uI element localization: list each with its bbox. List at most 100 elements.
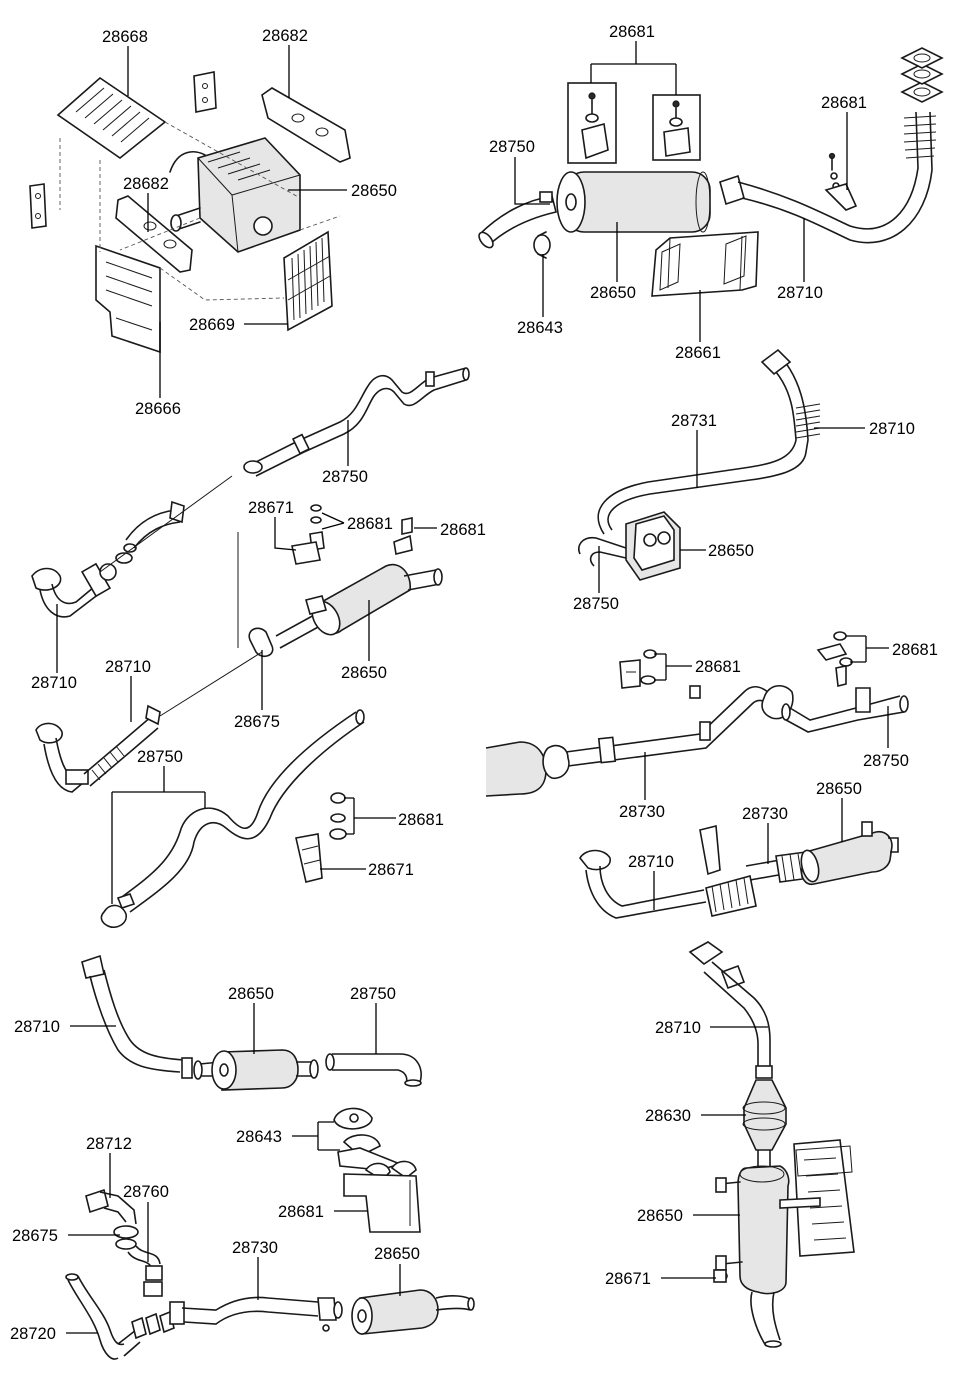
muffler-28650-e xyxy=(275,563,443,649)
callout-28730-h: 28730 xyxy=(742,805,788,823)
callout-28710-d: 28710 xyxy=(869,420,915,438)
callout-28650-i: 28650 xyxy=(228,985,274,1003)
pipe-28731 xyxy=(597,357,809,535)
bracket-small-a xyxy=(193,71,217,113)
callout-28650-k: 28650 xyxy=(374,1245,420,1263)
callout-28730-f: 28730 xyxy=(619,803,665,821)
bracket-h xyxy=(699,824,721,876)
hanger-box-left xyxy=(567,82,617,164)
callout-28669-a: 28669 xyxy=(189,316,235,334)
heat-shield-28668 xyxy=(56,76,167,159)
front-pipe-28710-h xyxy=(579,849,707,919)
pipe-28730-k xyxy=(169,1296,343,1332)
callout-28750-d: 28750 xyxy=(573,595,619,613)
bracket-28682-upper xyxy=(261,87,351,163)
callout-28710-e-lower: 28710 xyxy=(105,658,151,676)
pipe-28720-k xyxy=(65,1273,175,1360)
callout-28681-b-top: 28681 xyxy=(609,23,655,41)
callout-28720-k: 28720 xyxy=(10,1325,56,1343)
muffler-28650-i xyxy=(193,1049,319,1091)
callout-28731-d: 28731 xyxy=(671,412,717,430)
hanger-28681-f2 xyxy=(816,631,853,687)
front-pipe-28710-e1 xyxy=(31,500,185,618)
callout-28712-k: 28712 xyxy=(86,1135,132,1153)
callout-28710-h: 28710 xyxy=(628,853,674,871)
callout-28650-j: 28650 xyxy=(637,1207,683,1225)
front-pipe-28710-e2 xyxy=(35,704,161,793)
pipe-28760-k xyxy=(127,1245,163,1297)
clamp-28643-b xyxy=(533,231,551,259)
hanger-28643-k xyxy=(333,1107,421,1233)
callout-28730-k: 28730 xyxy=(232,1239,278,1257)
callout-28668-a: 28668 xyxy=(102,28,148,46)
callout-28681-k: 28681 xyxy=(278,1203,324,1221)
leader-lines xyxy=(56,41,889,1334)
tailpipe-28750-g xyxy=(100,709,365,929)
assembly-c xyxy=(243,367,470,477)
tailpipe-28750-b xyxy=(478,191,557,249)
pipe-28730-f xyxy=(565,685,771,767)
callout-28675-k: 28675 xyxy=(12,1227,58,1245)
assembly-g xyxy=(100,709,365,929)
muffler-28650-j xyxy=(715,1165,821,1348)
callout-28666-a: 28666 xyxy=(135,400,181,418)
callout-28650-a: 28650 xyxy=(351,182,397,200)
bracket-small-b xyxy=(29,183,47,229)
callout-28750-b: 28750 xyxy=(489,138,535,156)
heat-plate-28661 xyxy=(651,231,759,297)
muffler-28650-k xyxy=(351,1289,475,1335)
hanger-28671-j xyxy=(713,1269,728,1283)
grille-28669 xyxy=(283,230,333,332)
callout-28750-i: 28750 xyxy=(350,985,396,1003)
assembly-d xyxy=(578,348,821,581)
callout-28675-e: 28675 xyxy=(234,713,280,731)
callout-28650-b: 28650 xyxy=(590,284,636,302)
assembly-j xyxy=(688,941,855,1348)
callout-28681-e-right: 28681 xyxy=(440,521,486,539)
muffler-28650-a xyxy=(169,137,301,253)
front-pipe-28710-j xyxy=(688,941,771,1066)
tailpipe-28750-d xyxy=(578,536,627,567)
tailpipe-28750-f xyxy=(781,687,909,733)
callout-28750-f: 28750 xyxy=(863,752,909,770)
callout-labels: 28668 28682 28682 28650 28669 28666 2868… xyxy=(10,23,938,1343)
hanger-28671-g xyxy=(295,792,347,883)
catalytic-converter-28630 xyxy=(742,1065,787,1168)
callout-28760-k: 28760 xyxy=(123,1183,169,1201)
callout-28681-f-right: 28681 xyxy=(892,641,938,659)
callout-28681-g: 28681 xyxy=(398,811,444,829)
pipe-28730-h xyxy=(745,851,811,883)
callout-28630-j: 28630 xyxy=(645,1107,691,1125)
hanger-box-right xyxy=(652,94,701,161)
callout-28682-a-mid: 28682 xyxy=(123,175,169,193)
assembly-k xyxy=(65,1107,475,1360)
callout-28650-d: 28650 xyxy=(708,542,754,560)
assembly-a xyxy=(29,71,351,354)
assembly-h xyxy=(579,821,899,919)
hanger-28671-e xyxy=(291,504,413,565)
bellows-joint-h xyxy=(705,875,757,917)
front-pipe-28710-b xyxy=(719,47,944,244)
bottom-shield-28666 xyxy=(95,244,161,354)
heat-shield-j xyxy=(793,1139,855,1257)
callout-28681-f-left: 28681 xyxy=(695,658,741,676)
tailpipe-28750-i xyxy=(325,1053,422,1087)
muffler-28650-h xyxy=(800,821,899,886)
callout-28710-i: 28710 xyxy=(14,1018,60,1036)
muffler-28650-b xyxy=(556,171,711,233)
callout-28681-e-mid: 28681 xyxy=(347,515,393,533)
callout-28681-b-right: 28681 xyxy=(821,94,867,112)
callout-28710-b: 28710 xyxy=(777,284,823,302)
callout-28650-e: 28650 xyxy=(341,664,387,682)
callout-28643-k: 28643 xyxy=(236,1128,282,1146)
assembly-f xyxy=(485,631,909,797)
callout-28643-b: 28643 xyxy=(517,319,563,337)
hanger-28681-b xyxy=(824,152,858,211)
callout-28650-h: 28650 xyxy=(816,780,862,798)
callout-28671-e: 28671 xyxy=(248,499,294,517)
callout-28671-g: 28671 xyxy=(368,861,414,879)
front-pipe-28710-i xyxy=(81,954,193,1079)
callout-28671-j: 28671 xyxy=(605,1270,651,1288)
callout-28710-j: 28710 xyxy=(655,1019,701,1037)
